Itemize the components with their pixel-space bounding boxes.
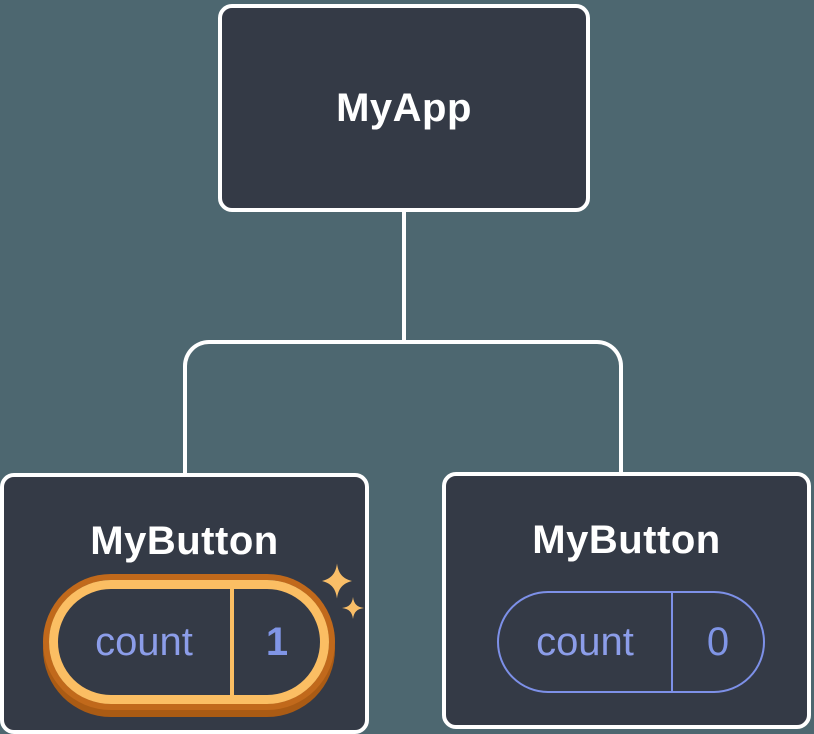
connector-trunk-line bbox=[402, 210, 406, 344]
state-pill-highlighted: count 1 bbox=[49, 580, 329, 704]
sparkle-small-icon bbox=[342, 597, 364, 619]
mybutton-node-1-label: MyButton bbox=[90, 519, 279, 563]
state-value-cell: 0 bbox=[673, 593, 763, 691]
state-key-label: count bbox=[536, 620, 634, 664]
mybutton-node-2-label: MyButton bbox=[532, 518, 721, 562]
connector-branch-lines bbox=[183, 340, 623, 473]
sparkle-large-icon bbox=[322, 563, 352, 599]
mybutton-node-2: MyButton count 0 bbox=[442, 472, 811, 729]
state-pill-plain: count 0 bbox=[497, 591, 765, 693]
state-pill-divider bbox=[671, 593, 673, 691]
state-pill-divider bbox=[230, 589, 234, 695]
myapp-node-label: MyApp bbox=[336, 86, 472, 130]
sparkles-icon bbox=[322, 563, 364, 619]
myapp-node: MyApp bbox=[218, 4, 590, 212]
state-key-cell: count bbox=[499, 593, 671, 691]
state-key-label: count bbox=[95, 620, 193, 664]
state-key-cell: count bbox=[58, 589, 230, 695]
state-value-label: 1 bbox=[265, 620, 289, 664]
mybutton-node-1: MyButton count 1 bbox=[0, 473, 369, 734]
state-value-label: 0 bbox=[706, 620, 730, 664]
state-value-cell: 1 bbox=[234, 589, 320, 695]
